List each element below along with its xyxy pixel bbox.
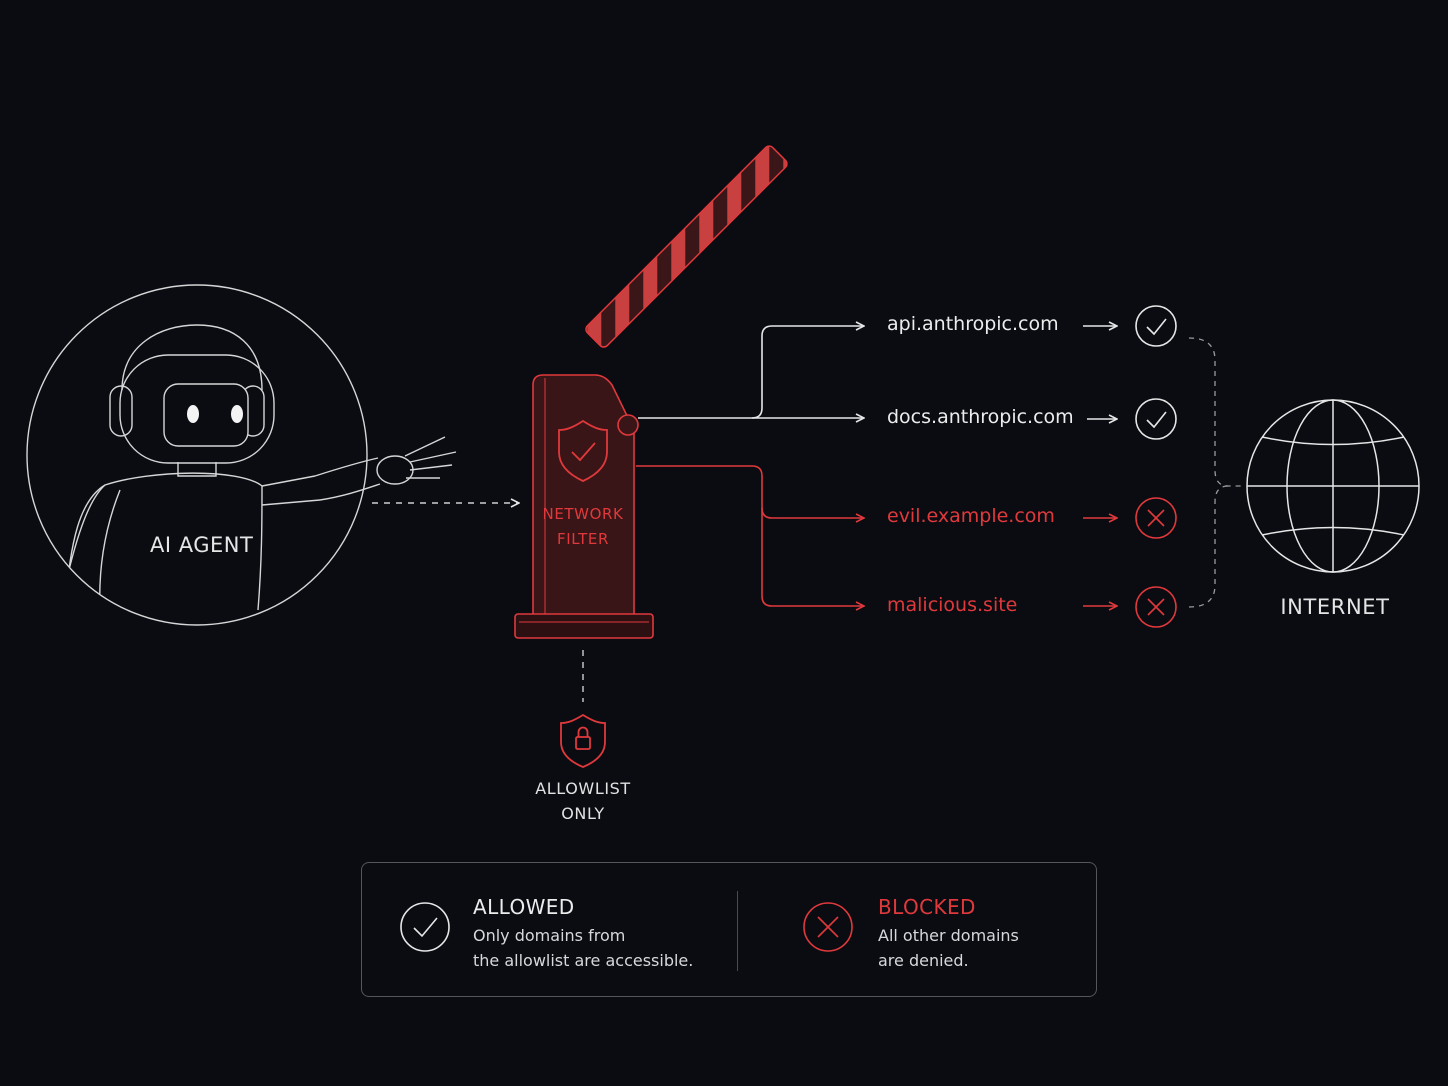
legend-blocked-desc: All other domains are denied. xyxy=(878,923,1019,973)
legend-blocked-desc-line2: are denied. xyxy=(878,951,969,970)
legend-allowed-desc-line1: Only domains from xyxy=(473,926,626,945)
legend-allowed-desc: Only domains from the allowlist are acce… xyxy=(473,923,693,973)
legend-divider xyxy=(737,891,738,971)
allowlist-line1: ALLOWLIST xyxy=(535,779,631,798)
domain-evil-example: evil.example.com xyxy=(887,505,1055,527)
check-circle-icon xyxy=(1135,398,1177,440)
shield-check-icon xyxy=(558,419,608,482)
agent-label: AI AGENT xyxy=(150,533,254,557)
legend-blocked-title: BLOCKED xyxy=(878,895,976,919)
robot-icon xyxy=(26,284,457,626)
x-circle-icon xyxy=(1135,586,1177,628)
domain-docs-anthropic: docs.anthropic.com xyxy=(887,406,1074,428)
shield-lock-icon xyxy=(560,713,606,768)
domain-malicious-site: malicious.site xyxy=(887,594,1018,616)
network-filter-label: NETWORK FILTER xyxy=(532,502,634,552)
legend-allowed-desc-line2: the allowlist are accessible. xyxy=(473,951,694,970)
legend-check-icon xyxy=(400,902,450,952)
internet-bracket xyxy=(1188,337,1244,608)
check-circle-icon xyxy=(1135,305,1177,347)
allowed-routes xyxy=(638,326,1117,419)
globe-icon xyxy=(1246,399,1420,573)
robot-eye-left xyxy=(187,405,199,423)
internet-label: INTERNET xyxy=(1280,595,1390,619)
legend-panel: ALLOWED Only domains from the allowlist … xyxy=(361,862,1097,997)
network-filter-line1: NETWORK xyxy=(542,505,624,523)
domain-api-anthropic: api.anthropic.com xyxy=(887,313,1059,335)
blocked-routes xyxy=(636,465,1117,606)
legend-allowed-title: ALLOWED xyxy=(473,895,575,919)
network-filter-line2: FILTER xyxy=(556,530,609,548)
legend-blocked-desc-line1: All other domains xyxy=(878,926,1019,945)
allowlist-line2: ONLY xyxy=(561,804,605,823)
robot-eye-right xyxy=(231,405,243,423)
barrier-arm xyxy=(585,145,788,348)
allowlist-label: ALLOWLIST ONLY xyxy=(520,776,646,826)
x-circle-icon xyxy=(1135,497,1177,539)
legend-x-icon xyxy=(803,902,853,952)
